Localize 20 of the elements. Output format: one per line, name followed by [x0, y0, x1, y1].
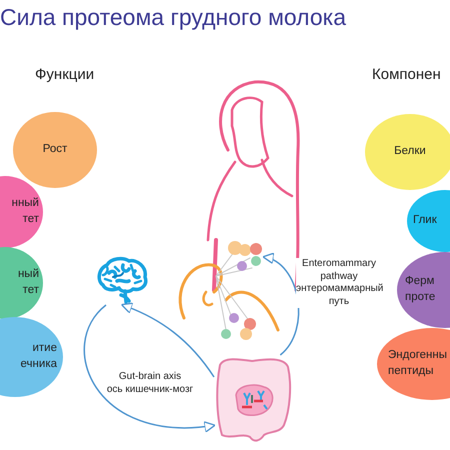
ellipse-label: ный тет — [18, 267, 39, 298]
column-heading: Компонен — [372, 66, 441, 83]
curved-arrow — [84, 304, 216, 432]
column-heading: Функции — [35, 66, 94, 83]
intestine-icon — [214, 355, 292, 443]
curved-arrow — [120, 302, 215, 378]
ellipse-label: итие ечника — [20, 341, 57, 372]
curved-arrow — [262, 254, 300, 356]
title: Сила протеома грудного молока — [0, 4, 346, 31]
ellipse-label: Глик — [413, 213, 437, 228]
axis-label: ось кишечник-мозг — [106, 384, 194, 395]
brain-icon — [95, 255, 150, 305]
ellipse-label: Эндогенны пептиды — [388, 348, 448, 379]
ellipse-label: Рост — [42, 142, 68, 158]
ellipse-label: Ферм проте — [405, 274, 436, 305]
ellipse-label: Белки — [394, 144, 426, 160]
edge-label: Enteromammary pathway энтеромаммарный путь — [296, 258, 382, 308]
protein-cluster-icon — [226, 240, 264, 274]
ellipse-label: нный тет — [12, 196, 39, 227]
axis-label: Gut-brain axis — [118, 371, 182, 382]
